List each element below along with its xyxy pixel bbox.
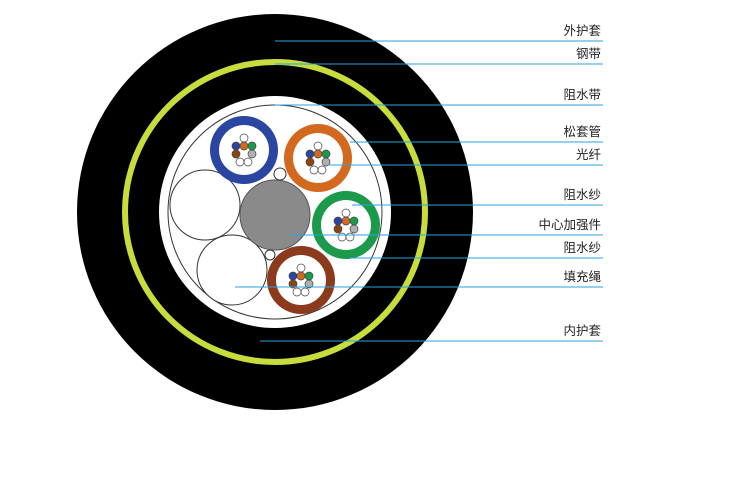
optical-fiber <box>296 271 306 281</box>
optical-fiber <box>243 157 253 167</box>
label-loose-tube: 松套管 <box>563 124 601 139</box>
label-outer-sheath: 外护套 <box>563 23 601 38</box>
optical-fiber <box>345 232 355 242</box>
label-central-strength-member: 中心加强件 <box>538 217 601 232</box>
filler-rope <box>196 234 268 306</box>
optical-fiber <box>300 287 310 297</box>
label-water-blocking-yarn-1: 阻水纱 <box>563 187 601 202</box>
optical-fiber <box>309 165 319 175</box>
label-water-blocking-yarn-2: 阻水纱 <box>563 240 601 255</box>
optical-fiber <box>239 141 249 151</box>
optical-fiber <box>305 157 315 167</box>
optical-fiber <box>349 216 359 226</box>
optical-fiber <box>321 157 331 167</box>
water-blocking-yarn <box>264 249 276 261</box>
label-water-blocking-tape: 阻水带 <box>563 87 601 102</box>
optical-fiber <box>337 232 347 242</box>
steel-tape <box>122 59 428 365</box>
optical-fiber <box>304 279 314 289</box>
optical-fiber <box>341 208 351 218</box>
optical-fiber <box>305 149 315 159</box>
label-steel-tape: 钢带 <box>576 46 601 61</box>
optical-fiber <box>349 224 359 234</box>
optical-fiber <box>288 279 298 289</box>
optical-fiber <box>292 287 302 297</box>
water-blocking-yarn <box>273 167 287 181</box>
label-filler-rope: 填充绳 <box>563 269 601 284</box>
optical-fiber <box>288 271 298 281</box>
optical-fiber <box>304 271 314 281</box>
optical-fiber <box>247 149 257 159</box>
label-inner-sheath: 内护套 <box>563 323 601 338</box>
optical-fiber <box>313 149 323 159</box>
optical-fiber <box>333 216 343 226</box>
filler-rope <box>169 169 241 241</box>
optical-fiber <box>317 165 327 175</box>
optical-fiber <box>321 149 331 159</box>
optical-fiber <box>313 141 323 151</box>
optical-fiber <box>333 224 343 234</box>
optical-fiber <box>247 141 257 151</box>
central-strength-member <box>239 179 311 251</box>
optical-fiber <box>231 141 241 151</box>
optical-fiber <box>341 216 351 226</box>
label-optical-fiber: 光纤 <box>576 147 602 162</box>
optical-fiber <box>231 149 241 159</box>
optical-fiber <box>235 157 245 167</box>
optical-fiber <box>296 263 306 273</box>
optical-fiber <box>239 133 249 143</box>
